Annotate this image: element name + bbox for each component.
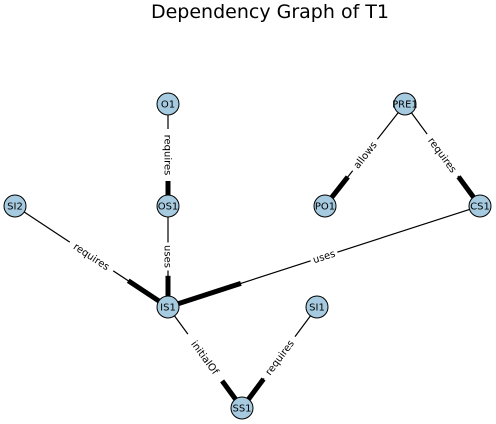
- node-circle: [156, 194, 180, 218]
- edge-label: requires: [425, 136, 458, 175]
- edge-os1-is1: uses: [161, 217, 175, 296]
- edge-arrowhead: [177, 281, 242, 306]
- edge-arrowhead: [126, 278, 161, 304]
- node-si1: SI1: [305, 295, 329, 319]
- edge-o1-os1: requires: [161, 115, 175, 195]
- edge-label: requires: [264, 338, 297, 377]
- edge-label-group: uses: [308, 245, 340, 268]
- node-label: OS1: [158, 202, 179, 213]
- node-pre1: PRE1: [392, 92, 418, 116]
- node-label: SS1: [232, 404, 251, 415]
- graph-title: Dependency Graph of T1: [151, 1, 389, 23]
- node-label: PO1: [315, 202, 335, 213]
- node-po1: PO1: [313, 194, 337, 218]
- edge-label-background: [161, 129, 175, 181]
- node-si2: SI2: [3, 194, 27, 218]
- edge-si1-ss1: requires: [246, 315, 311, 401]
- edge-arrowhead: [218, 377, 238, 401]
- edge-label-background: [421, 129, 464, 181]
- edge-arrowhead: [329, 175, 350, 199]
- edge-is1-ss1: initialOf: [174, 315, 238, 401]
- edge-pre1-cs1: requires: [411, 112, 476, 199]
- node-ss1: SS1: [230, 396, 254, 420]
- node-label: CS1: [470, 202, 490, 213]
- edges-layer: requires uses requires uses allows requires in…: [23, 112, 476, 401]
- node-circle: [156, 295, 180, 319]
- node-is1: IS1: [156, 295, 180, 319]
- node-circle: [230, 396, 254, 420]
- node-label: SI2: [7, 202, 23, 213]
- node-label: SI1: [309, 303, 325, 314]
- edge-label-background: [308, 245, 340, 268]
- edge-label-background: [65, 236, 118, 277]
- edge-label-group: requires: [161, 129, 175, 181]
- edge-label: requires: [162, 135, 173, 176]
- node-circle: [468, 194, 492, 218]
- edge-label-group: requires: [258, 332, 301, 383]
- edge-label-group: initialOf: [182, 329, 228, 386]
- node-circle: [393, 92, 417, 116]
- node-label: PRE1: [392, 100, 418, 111]
- edge-label-group: requires: [421, 129, 464, 181]
- node-circle: [156, 92, 180, 116]
- node-label: IS1: [160, 303, 176, 314]
- node-os1: OS1: [156, 194, 180, 218]
- edge-label: uses: [162, 245, 173, 268]
- node-circle: [313, 194, 337, 218]
- edge-label-group: uses: [161, 242, 175, 271]
- edge-label-background: [182, 329, 228, 386]
- edge-label-group: allows: [347, 134, 383, 176]
- edge-label-background: [347, 134, 383, 176]
- node-o1: O1: [156, 92, 180, 116]
- edge-label-group: requires: [65, 236, 118, 277]
- node-circle: [305, 295, 329, 319]
- edge-arrowhead: [246, 377, 266, 401]
- node-circle: [3, 194, 27, 218]
- node-cs1: CS1: [468, 194, 492, 218]
- edge-si2-is1: requires: [23, 211, 161, 304]
- node-label: O1: [161, 100, 175, 111]
- edge-pre1-po1: allows: [329, 112, 399, 199]
- edge-label-background: [161, 242, 175, 271]
- edge-arrowhead: [456, 175, 476, 199]
- edge-cs1-is1: uses: [177, 208, 470, 306]
- edge-label-background: [258, 332, 301, 383]
